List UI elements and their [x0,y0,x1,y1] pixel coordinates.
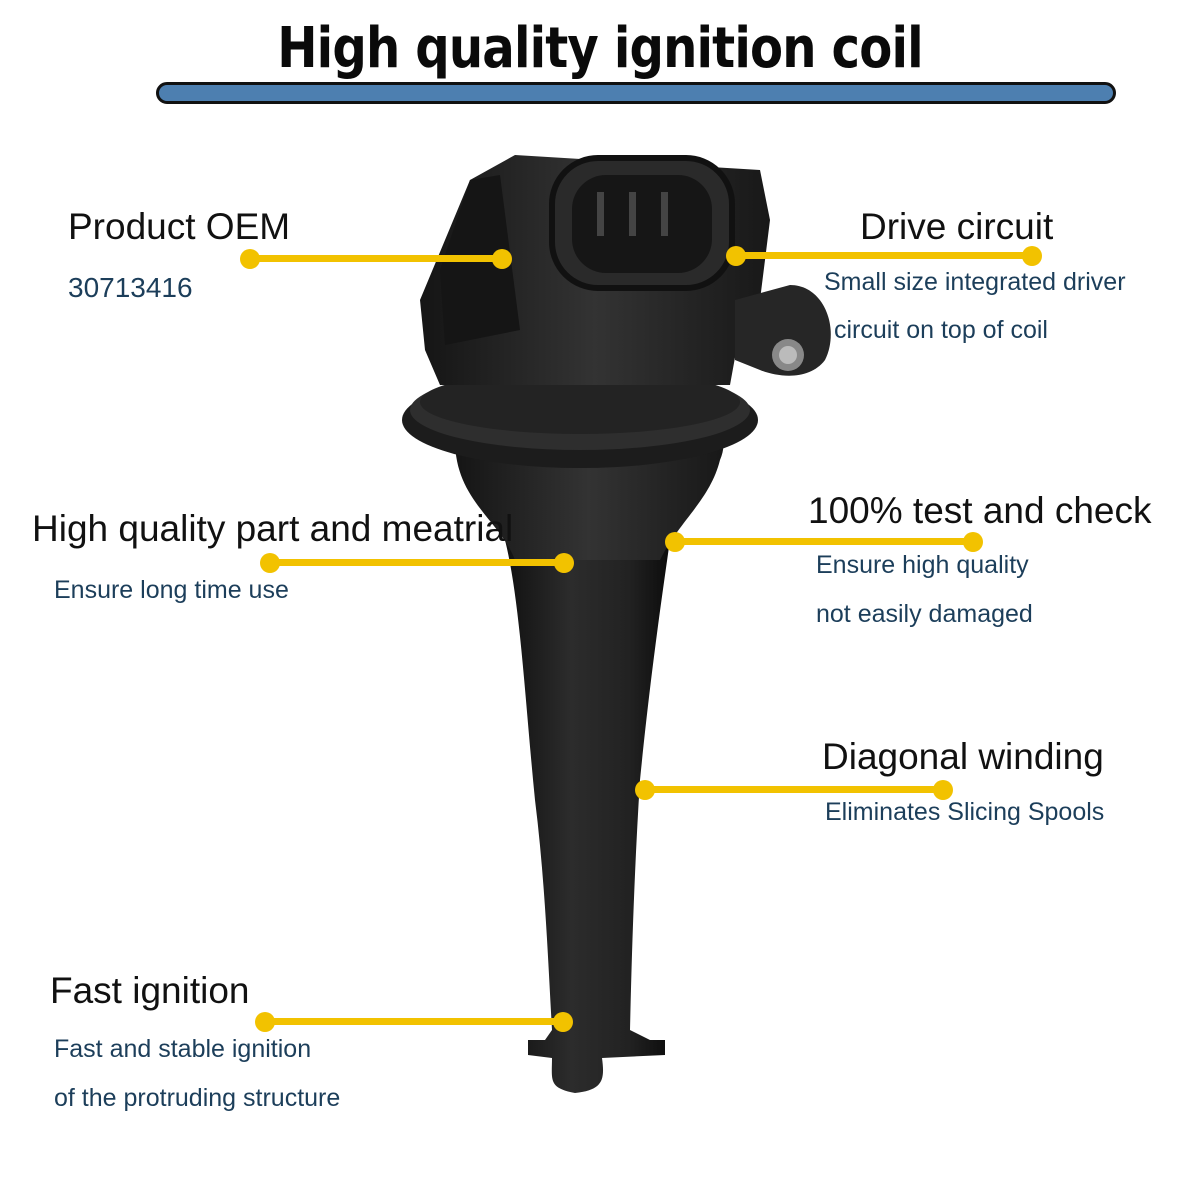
callout-line-winding [645,786,943,793]
callout-dot-oem-start [240,249,260,269]
feature-test-heading: 100% test and check [808,490,1152,531]
callout-line-test [675,538,973,545]
feature-drive-line-2: circuit on top of coil [834,316,1048,344]
callout-dot-drive-start [726,246,746,266]
page-title: High quality ignition coil [277,16,923,81]
feature-ignition-heading: Fast ignition [50,970,250,1011]
feature-ignition-line-1: Fast and stable ignition [54,1035,312,1063]
callout-dot-winding-end [933,780,953,800]
callout-line-ignition [265,1018,563,1025]
feature-drive-line-1: Small size integrated driver [824,268,1126,296]
callout-line-oem [250,255,502,262]
callout-dot-material-start [260,553,280,573]
feature-winding-line-1: Eliminates Slicing Spools [825,798,1105,826]
feature-test-line-2: not easily damaged [816,600,1033,628]
feature-oem-code: 30713416 [68,272,193,303]
feature-material-heading: High quality part and meatrial [32,508,514,549]
feature-oem-heading: Product OEM [68,206,291,247]
feature-material-line-1: Ensure long time use [54,576,289,604]
feature-ignition-line-2: of the protruding structure [54,1084,341,1112]
callout-dot-drive-end [1022,246,1042,266]
feature-test-line-1: Ensure high quality [816,551,1029,579]
callout-dot-oem-end [492,249,512,269]
callout-dot-ignition-end [553,1012,573,1032]
callout-dot-ignition-start [255,1012,275,1032]
callout-line-material [270,559,565,566]
title-underline-bar [156,82,1116,104]
callout-dot-winding-start [635,780,655,800]
callout-dot-test-start [665,532,685,552]
callout-dot-test-end [963,532,983,552]
feature-drive-heading: Drive circuit [860,206,1054,247]
feature-winding-heading: Diagonal winding [822,736,1104,777]
callout-line-drive [735,252,1032,259]
callout-dot-material-end [554,553,574,573]
